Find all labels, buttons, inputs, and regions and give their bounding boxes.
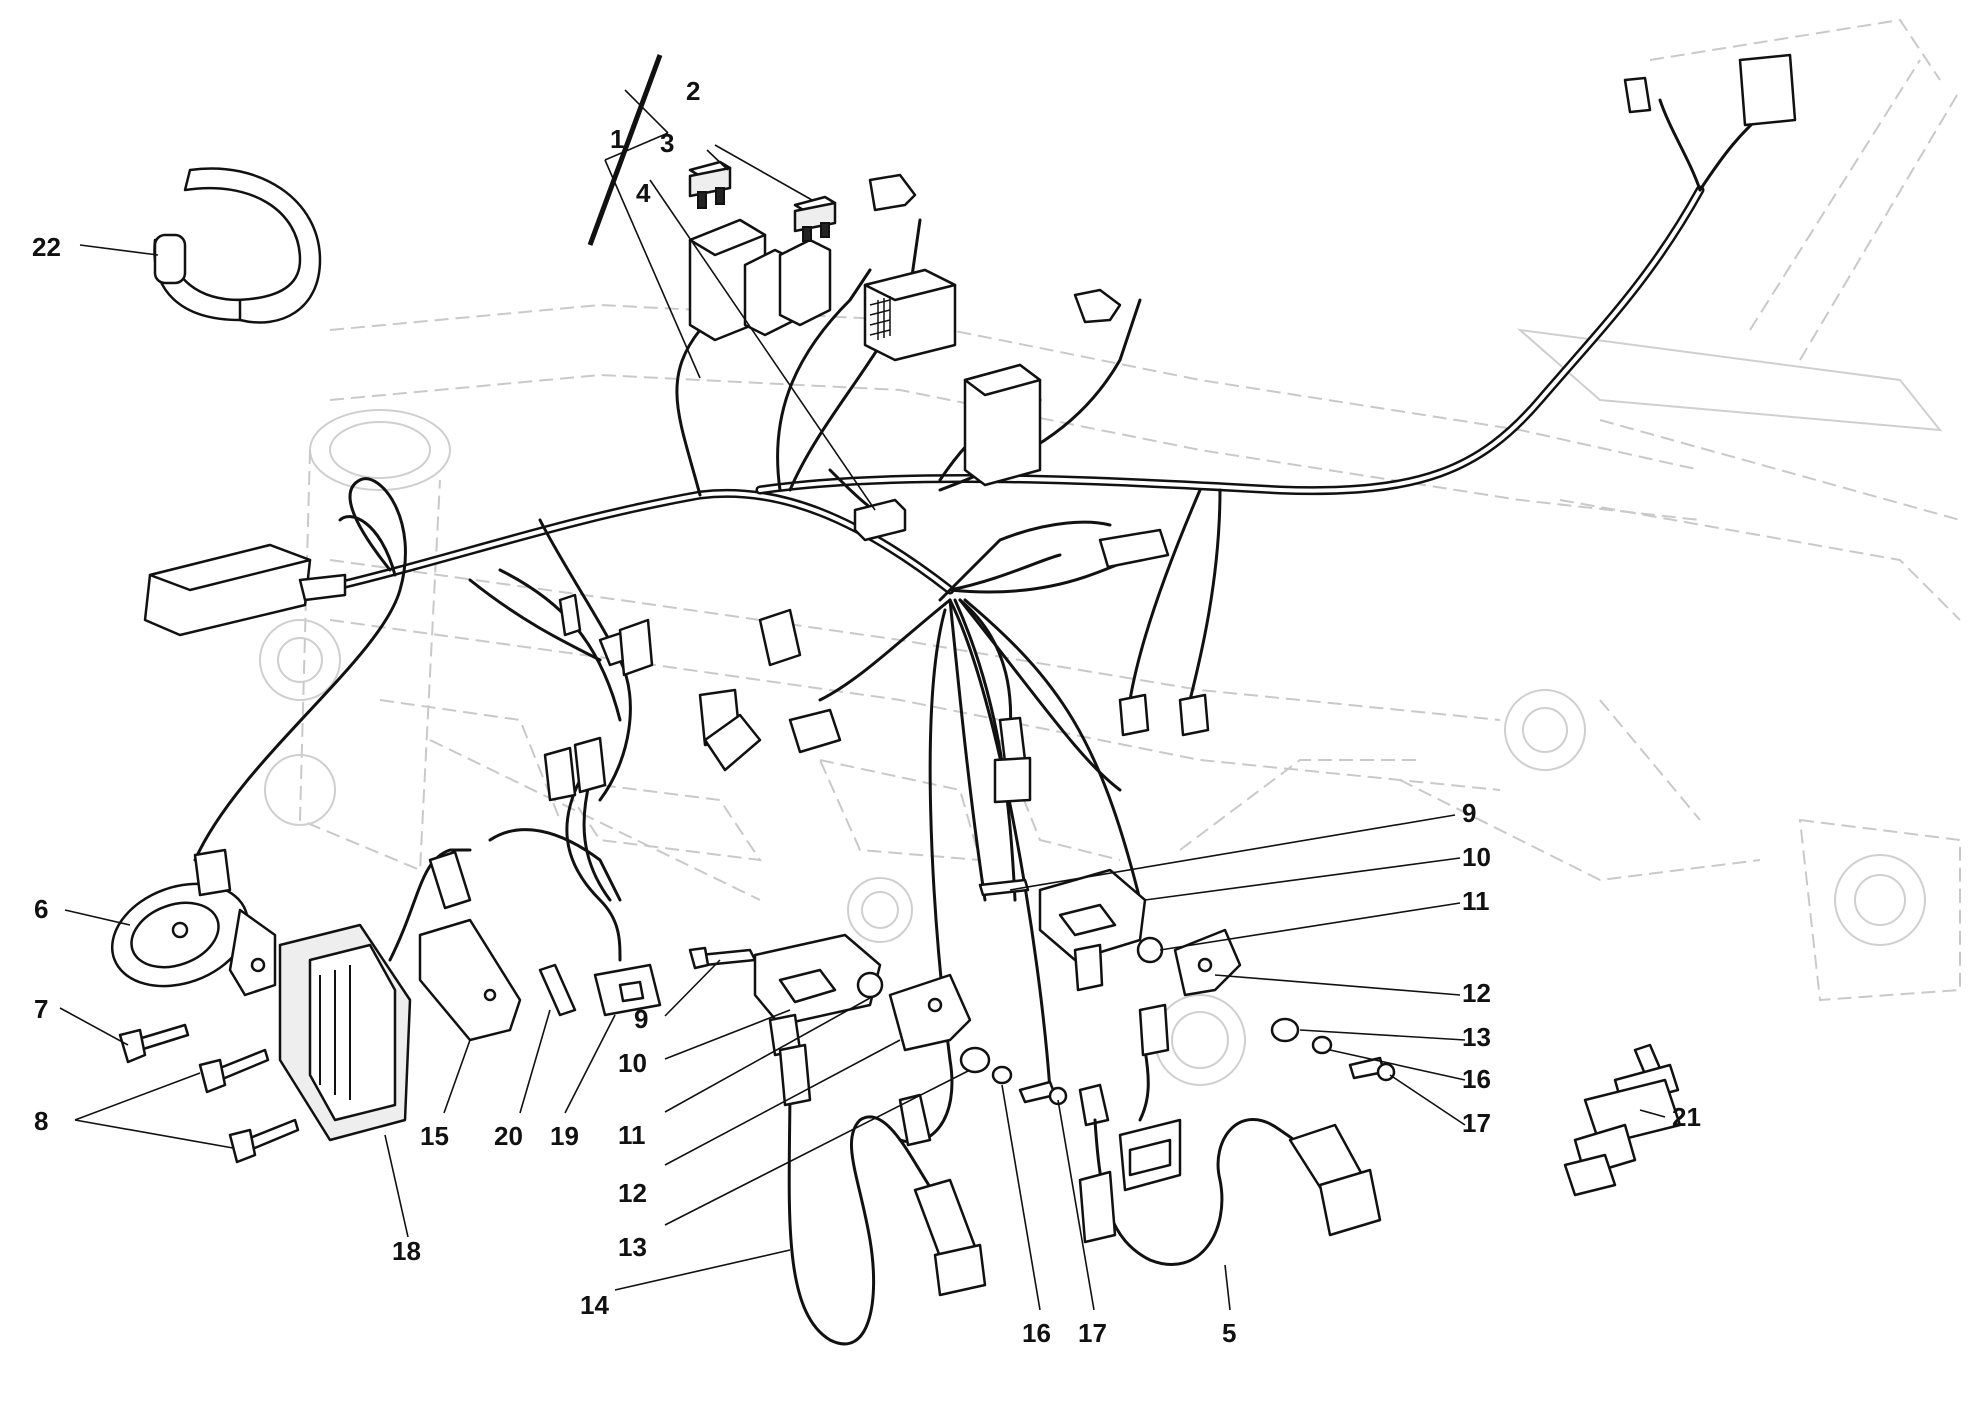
phantom-frame bbox=[259, 18, 1961, 1086]
ecu-block bbox=[143, 543, 347, 637]
callout-1: 1 bbox=[610, 124, 624, 154]
control-units bbox=[863, 53, 1797, 569]
callout-9-right: 9 bbox=[1462, 798, 1476, 828]
callout-13-left: 13 bbox=[618, 1232, 647, 1262]
callout-16-right: 16 bbox=[1462, 1064, 1491, 1094]
callout-5: 5 bbox=[1222, 1318, 1236, 1348]
part-15-bracket bbox=[418, 850, 522, 1042]
callout-17-right: 17 bbox=[1462, 1108, 1491, 1138]
part-6-horn bbox=[110, 848, 277, 997]
callout-9-left: 9 bbox=[634, 1004, 648, 1034]
callout-10-left: 10 bbox=[618, 1048, 647, 1078]
callout-8: 8 bbox=[34, 1106, 48, 1136]
callout-21: 21 bbox=[1672, 1102, 1701, 1132]
callout-17-bottom: 17 bbox=[1078, 1318, 1107, 1348]
part-8-bolts bbox=[198, 1048, 300, 1164]
callout-19: 19 bbox=[550, 1121, 579, 1151]
callout-10-right: 10 bbox=[1462, 842, 1491, 872]
part-1-fuse-box bbox=[587, 54, 832, 342]
callout-22: 22 bbox=[32, 232, 61, 262]
part-18-regulator bbox=[278, 923, 412, 1142]
callout-7: 7 bbox=[34, 994, 48, 1024]
pickup-sensor-left bbox=[688, 933, 1068, 1106]
part-3-fuse bbox=[688, 160, 732, 209]
part-7-bolt bbox=[118, 1023, 190, 1064]
callout-13-right: 13 bbox=[1462, 1022, 1491, 1052]
part-4-connector bbox=[853, 498, 907, 542]
callout-14: 14 bbox=[580, 1290, 609, 1320]
callout-15: 15 bbox=[420, 1121, 449, 1151]
callout-4: 4 bbox=[636, 178, 651, 208]
part-5-ht-lead bbox=[1078, 1003, 1382, 1267]
part-22-cable-strap bbox=[153, 167, 322, 324]
callout-3: 3 bbox=[660, 128, 674, 158]
callout-2: 2 bbox=[686, 76, 700, 106]
callout-16-bottom: 16 bbox=[1022, 1318, 1051, 1348]
part-14-ht-lead bbox=[778, 1043, 987, 1346]
part-19-connector bbox=[593, 963, 662, 1017]
callout-11-left: 11 bbox=[618, 1120, 646, 1150]
leader-lines bbox=[59, 89, 1666, 1311]
callout-20: 20 bbox=[494, 1121, 523, 1151]
part-21-spark-plug bbox=[1563, 1043, 1682, 1197]
part-2-fuse bbox=[793, 195, 837, 242]
part-20-terminal bbox=[538, 963, 577, 1017]
callout-6: 6 bbox=[34, 894, 48, 924]
callout-labels: 1 2 3 4 22 6 7 8 18 15 20 19 9 10 11 12 … bbox=[32, 76, 1701, 1348]
callout-12-left: 12 bbox=[618, 1178, 647, 1208]
pickup-sensor-right bbox=[978, 868, 1396, 1082]
callout-11-right: 11 bbox=[1462, 886, 1490, 916]
harness-connectors bbox=[543, 593, 1210, 1147]
callout-12-right: 12 bbox=[1462, 978, 1491, 1008]
callout-18: 18 bbox=[392, 1236, 421, 1266]
